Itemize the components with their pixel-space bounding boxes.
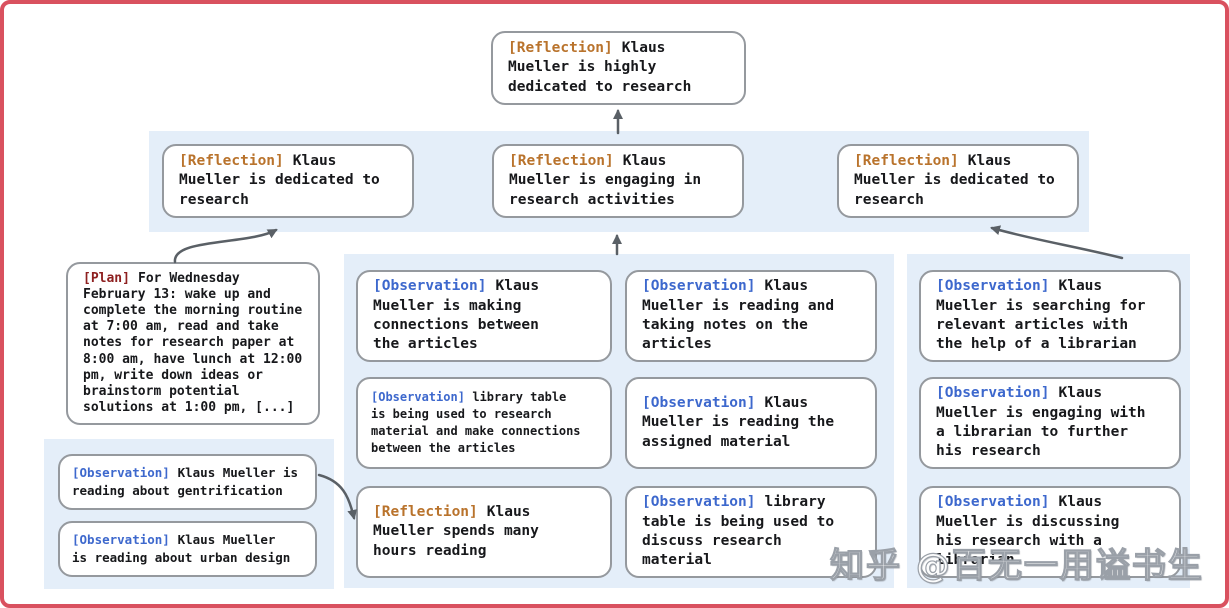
- node-obs-library-discuss: [Observation]library table is being used…: [625, 486, 877, 578]
- observation-tag: [Observation]: [371, 390, 465, 405]
- node-text: Klaus Mueller is discussing his research…: [936, 494, 1120, 569]
- observation-tag: [Observation]: [642, 278, 756, 295]
- node-text: Klaus Mueller is engaging in research ac…: [509, 152, 702, 208]
- observation-tag: [Observation]: [72, 465, 170, 481]
- node-text: For Wednesday February 13: wake up and c…: [83, 271, 303, 415]
- observation-tag: [Observation]: [373, 278, 487, 295]
- reflection-tag: [Reflection]: [854, 152, 959, 169]
- node-reflection-left: [Reflection]Klaus Mueller is dedicated t…: [162, 144, 414, 218]
- node-text: Klaus Mueller is making connections betw…: [373, 278, 540, 353]
- zhihu-watermark: 知乎 @百无一用谥书生: [829, 545, 1204, 586]
- node-plan: [Plan]For Wednesday February 13: wake up…: [66, 262, 320, 425]
- node-obs-assigned-material: [Observation]Klaus Mueller is reading th…: [625, 377, 877, 469]
- reflection-tag: [Reflection]: [508, 39, 613, 56]
- arrow-plan-to-left-reflection: [173, 228, 278, 264]
- node-obs-reading-notes: [Observation]Klaus Mueller is reading an…: [625, 270, 877, 362]
- node-top-reflection: [Reflection]Klaus Mueller is highly dedi…: [491, 31, 746, 105]
- observation-tag: [Observation]: [72, 532, 170, 548]
- node-text: Klaus Mueller spends many hours reading: [373, 503, 539, 559]
- node-obs-gentrification: [Observation]Klaus Mueller is reading ab…: [58, 454, 317, 510]
- node-text: Klaus Mueller is dedicated to research: [179, 152, 380, 208]
- observation-tag: [Observation]: [642, 494, 756, 511]
- observation-tag: [Observation]: [936, 494, 1050, 511]
- node-reflection-hours: [Reflection]Klaus Mueller spends many ho…: [356, 486, 612, 578]
- node-reflection-mid: [Reflection]Klaus Mueller is engaging in…: [492, 144, 744, 218]
- node-text: library table is being used to discuss r…: [642, 494, 835, 569]
- node-text: Klaus Mueller is reading about urban des…: [72, 532, 291, 565]
- node-text: Klaus Mueller is reading about gentrific…: [72, 465, 299, 498]
- node-text: Klaus Mueller is dedicated to research: [854, 152, 1055, 208]
- node-obs-urban-design: [Observation]Klaus Mueller is reading ab…: [58, 521, 317, 577]
- node-text: Klaus Mueller is highly dedicated to res…: [508, 39, 692, 95]
- node-obs-connections: [Observation]Klaus Mueller is making con…: [356, 270, 612, 362]
- observation-tag: [Observation]: [936, 278, 1050, 295]
- observation-tag: [Observation]: [936, 385, 1050, 402]
- reflection-tag: [Reflection]: [179, 152, 284, 169]
- node-text: Klaus Mueller is reading and taking note…: [642, 278, 835, 353]
- node-text: Klaus Mueller is engaging with a librari…: [936, 385, 1146, 460]
- plan-tag: [Plan]: [83, 271, 130, 287]
- node-reflection-right: [Reflection]Klaus Mueller is dedicated t…: [837, 144, 1079, 218]
- node-obs-engaging-librarian: [Observation]Klaus Mueller is engaging w…: [919, 377, 1181, 469]
- node-obs-discussing-research: [Observation]Klaus Mueller is discussing…: [919, 486, 1181, 578]
- node-text: Klaus Mueller is reading the assigned ma…: [642, 394, 835, 450]
- reflection-tag: [Reflection]: [509, 152, 614, 169]
- node-text: library table is being used to research …: [371, 390, 581, 455]
- reflection-tag: [Reflection]: [373, 503, 478, 520]
- node-text: Klaus Mueller is searching for relevant …: [936, 278, 1146, 353]
- node-obs-searching-articles: [Observation]Klaus Mueller is searching …: [919, 270, 1181, 362]
- observation-tag: [Observation]: [642, 394, 756, 411]
- node-obs-library-research: [Observation]library table is being used…: [356, 377, 612, 469]
